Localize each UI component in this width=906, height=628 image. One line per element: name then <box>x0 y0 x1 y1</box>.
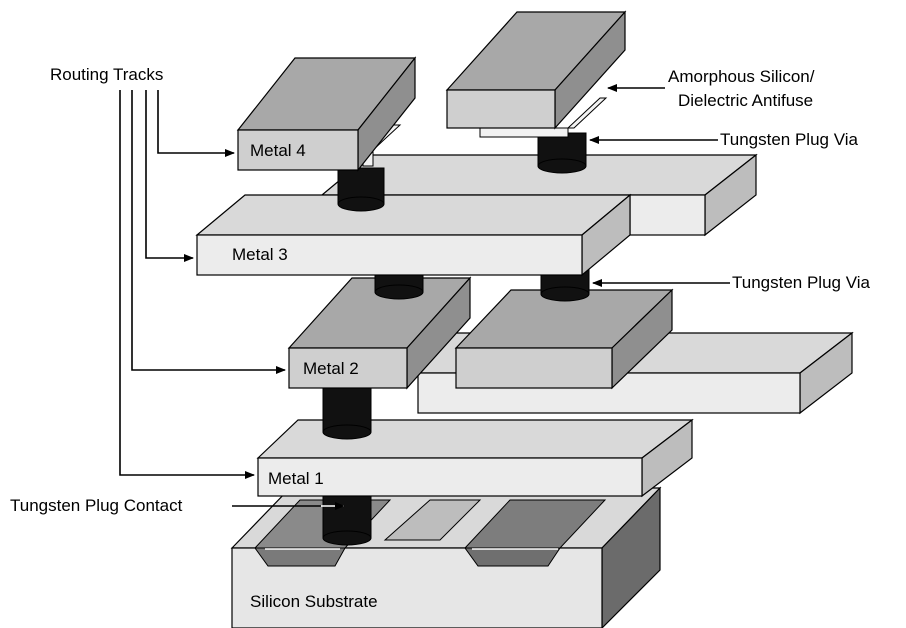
metal4-bar: Metal 4 <box>236 56 417 172</box>
metal2-front <box>288 347 408 389</box>
gate-top <box>383 499 482 541</box>
silicon-substrate-label: Silicon Substrate <box>250 592 378 611</box>
diffusion-left-front <box>254 547 346 567</box>
amorphous-label-line1: Amorphous Silicon/ <box>668 67 815 86</box>
via-plug-m3-m4-left <box>337 167 385 212</box>
contact-plug-bottom <box>322 530 372 546</box>
tungsten-plug-via-top-callout: Tungsten Plug Via <box>589 130 859 149</box>
metal4-label: Metal 4 <box>250 141 306 160</box>
metal1-label: Metal 1 <box>268 469 324 488</box>
routing-tracks-callout: Routing Tracks <box>50 65 286 479</box>
metal3-rear-bar <box>320 153 758 237</box>
antifuse-callout: Amorphous Silicon/ Dielectric Antifuse <box>607 67 815 110</box>
via-m3-m4-right-bottom <box>537 158 587 174</box>
antifuse-right-side <box>566 97 608 129</box>
leader-metal2 <box>131 90 286 374</box>
metal4-right-bar <box>445 10 627 130</box>
tungsten-plug-contact-callout: Tungsten Plug Contact <box>10 496 345 515</box>
metal4-right-front <box>446 89 556 129</box>
via-m2-m3-right-bottom <box>540 286 590 302</box>
metal3-rear-front <box>629 194 706 236</box>
leader-metal3 <box>145 90 194 262</box>
via-plug-m1-m2 <box>322 387 372 440</box>
via-m1-m2-bottom <box>322 424 372 440</box>
tungsten-plug-via-top-label: Tungsten Plug Via <box>720 130 859 149</box>
tungsten-plug-via-mid-callout: Tungsten Plug Via <box>592 273 871 292</box>
leader-metal1 <box>119 90 255 479</box>
routing-tracks-label: Routing Tracks <box>50 65 163 84</box>
amorphous-label-line2: Dielectric Antifuse <box>678 91 813 110</box>
metal3-label: Metal 3 <box>232 245 288 264</box>
silicon-substrate: Silicon Substrate <box>230 486 662 628</box>
metal3-bar: Metal 3 <box>195 193 632 277</box>
metal2-right-segment <box>454 288 674 390</box>
metal2-right-segment-front <box>455 347 613 389</box>
metal3-front <box>196 234 583 276</box>
metal4-front <box>237 129 359 171</box>
via-plug-m3-m4-right <box>537 132 587 174</box>
metal2-label: Metal 2 <box>303 359 359 378</box>
antifuse-right-front <box>479 127 569 138</box>
via-m3-m4-left-bottom <box>337 196 385 212</box>
diffusion-right-front <box>464 547 561 567</box>
tungsten-plug-contact <box>322 491 372 546</box>
leader-metal4 <box>157 90 235 157</box>
metal3-top <box>195 194 632 236</box>
via-m2-m3-left-bottom <box>374 284 424 300</box>
tungsten-plug-contact-label: Tungsten Plug Contact <box>10 496 183 515</box>
metal1-front <box>257 457 643 497</box>
metal2-bar: Metal 2 <box>287 276 472 390</box>
tungsten-plug-via-mid-label: Tungsten Plug Via <box>732 273 871 292</box>
